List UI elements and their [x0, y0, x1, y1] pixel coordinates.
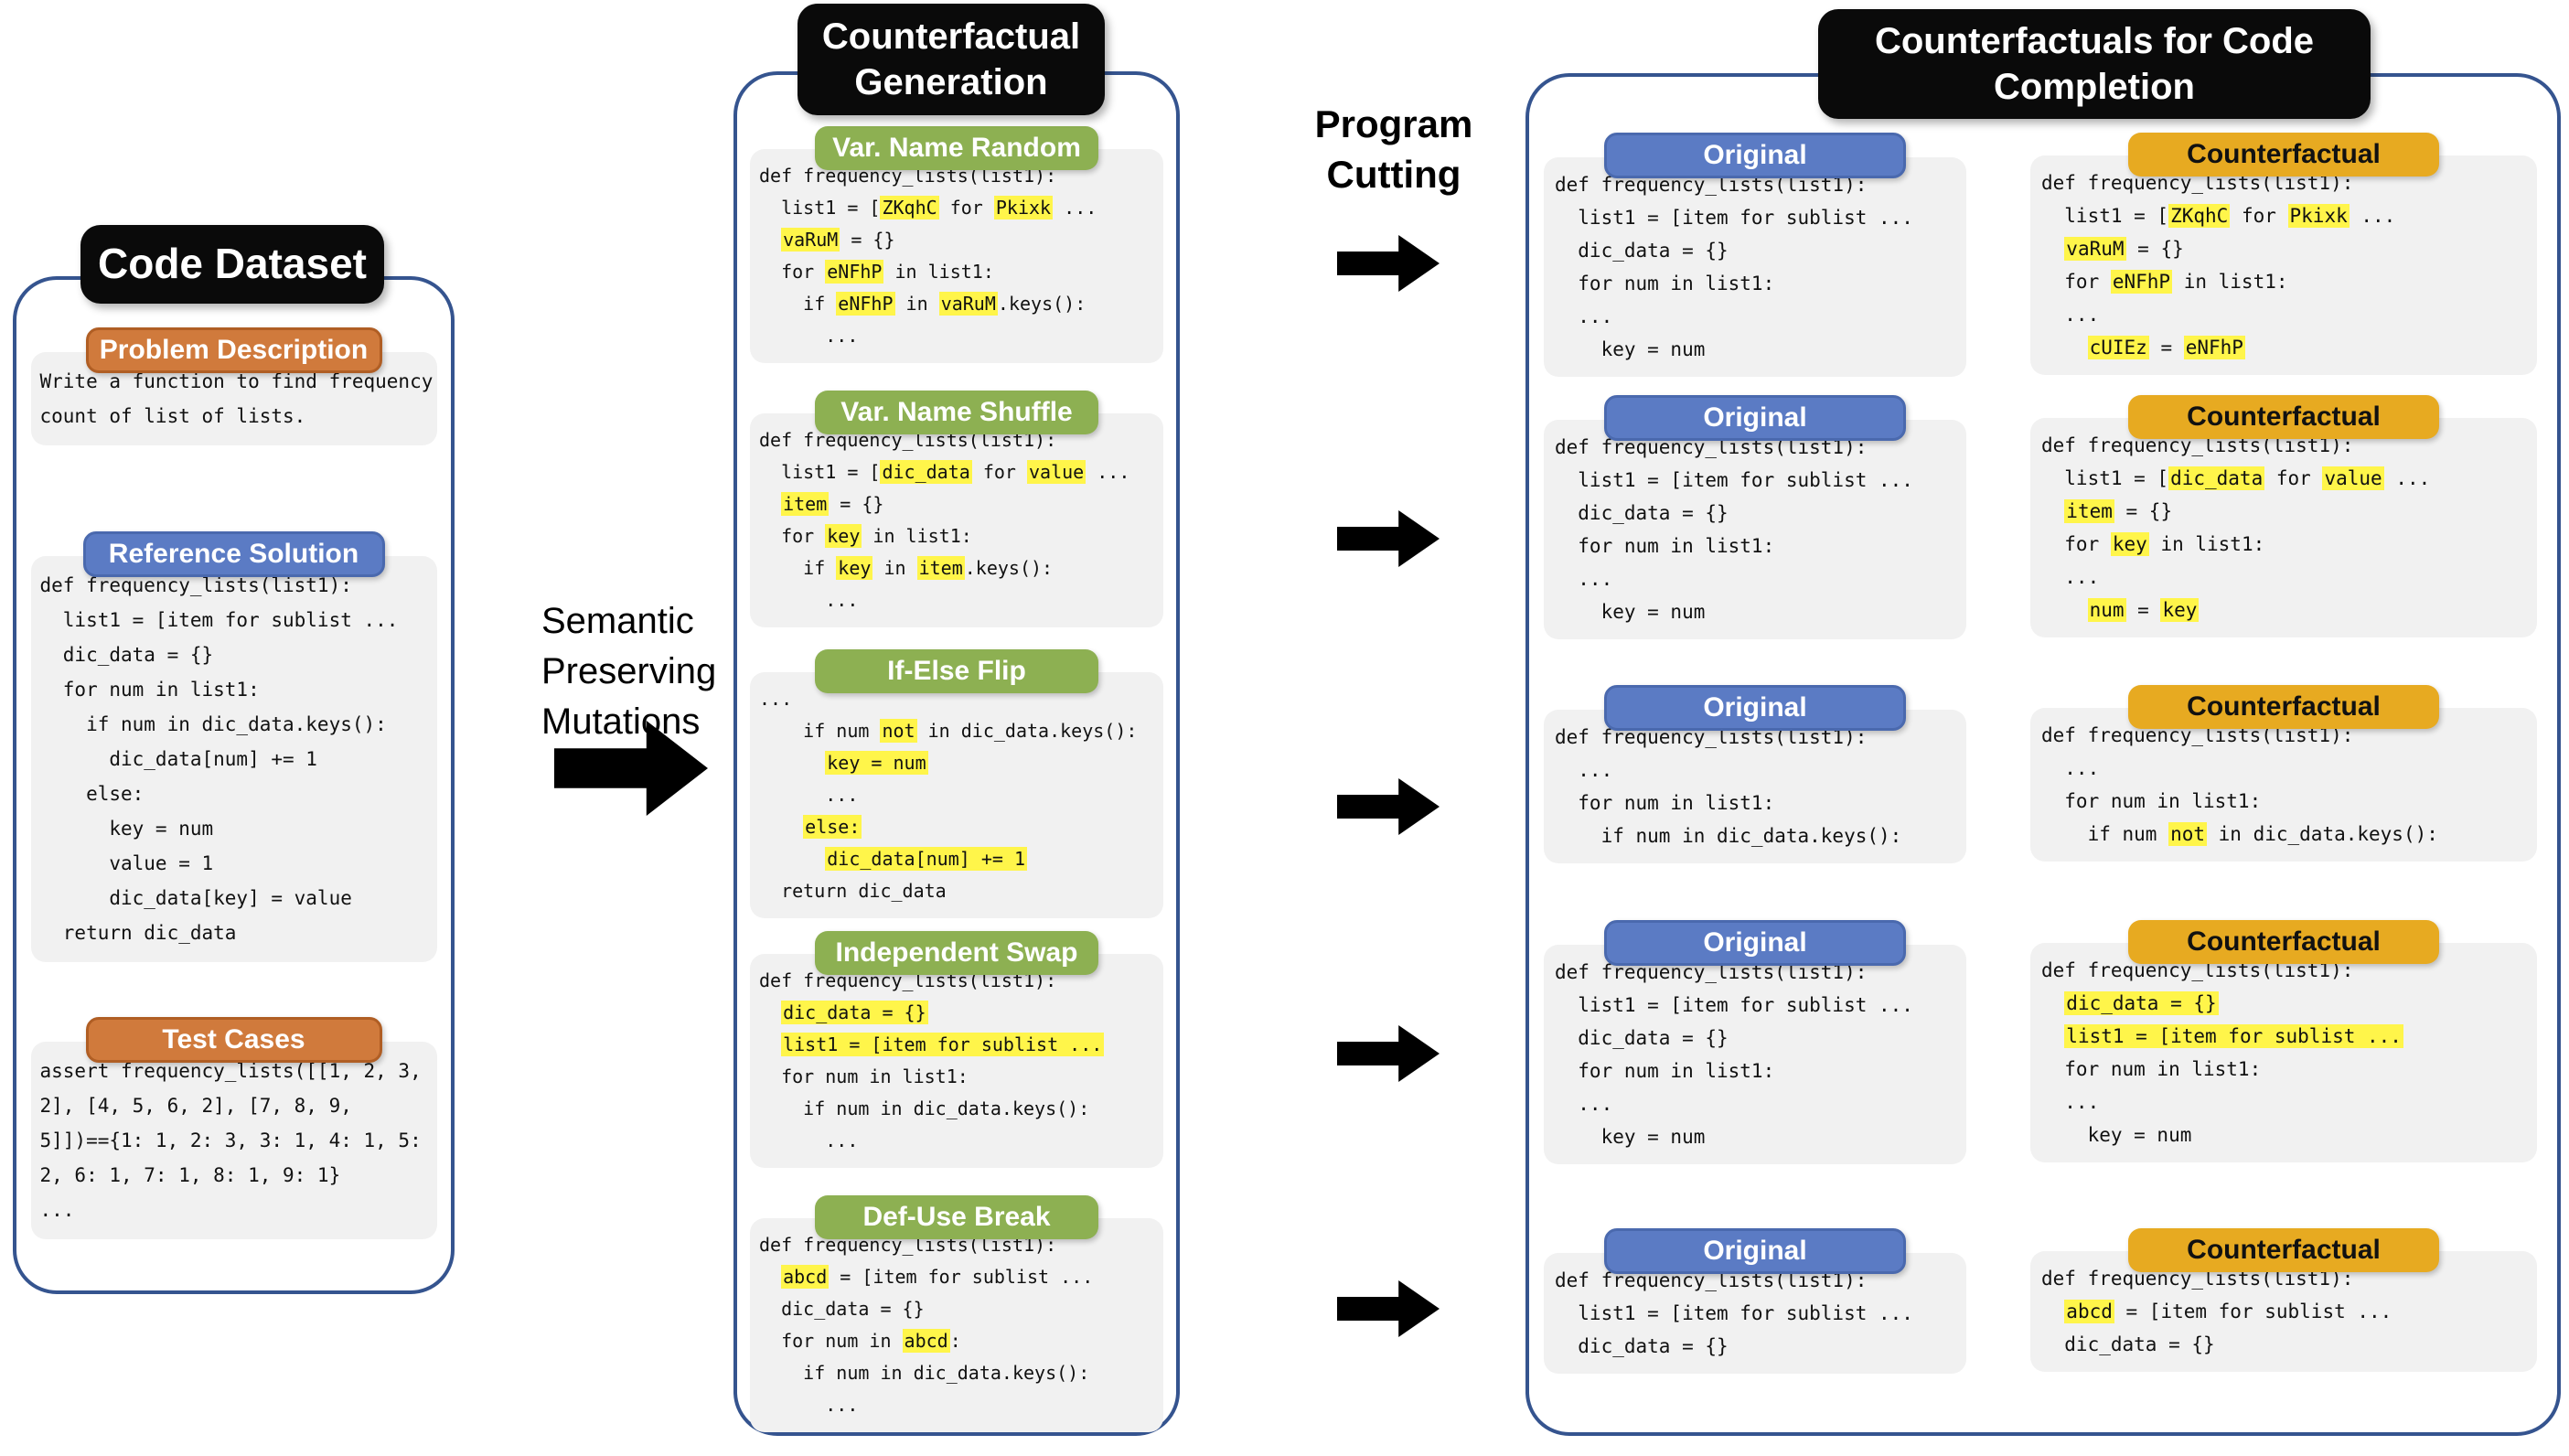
original-code-box-2: def frequency_lists(list1): list1 = [ite… [1544, 420, 1966, 639]
counterfactual-row-4: Original def frequency_lists(list1): lis… [1544, 920, 2557, 1164]
cutting-arrow-icon-3 [1337, 778, 1440, 835]
original-cell-4: Original def frequency_lists(list1): lis… [1544, 920, 1966, 1164]
counterfactual-row-1: Original def frequency_lists(list1): lis… [1544, 133, 2557, 377]
def-use-break-code-box: def frequency_lists(list1): abcd = [item… [750, 1218, 1163, 1432]
original-header-1: Original [1604, 133, 1906, 178]
var-name-shuffle-section: Var. Name Shuffle def frequency_lists(li… [737, 391, 1176, 627]
counterfactual-row-5: Original def frequency_lists(list1): lis… [1544, 1228, 2557, 1374]
counterfactual-cell-3: Counterfactual def frequency_lists(list1… [2030, 685, 2537, 862]
mutations-arrow-icon [554, 721, 708, 816]
counterfactual-code-box-3: def frequency_lists(list1): ... for num … [2030, 708, 2537, 862]
original-cell-2: Original def frequency_lists(list1): lis… [1544, 395, 1966, 639]
counterfactual-cell-2: Counterfactual def frequency_lists(list1… [2030, 395, 2537, 637]
counterfactual-cell-4: Counterfactual def frequency_lists(list1… [2030, 920, 2537, 1162]
independent-swap-section: Independent Swap def frequency_lists(lis… [737, 931, 1176, 1168]
original-header-3: Original [1604, 685, 1906, 731]
original-code-box-3: def frequency_lists(list1): ... for num … [1544, 710, 1966, 863]
original-code-box-4: def frequency_lists(list1): list1 = [ite… [1544, 945, 1966, 1164]
semantic-preserving-mutations-label: Semantic Preserving Mutations [541, 601, 717, 742]
counterfactual-header-5: Counterfactual [2128, 1228, 2439, 1272]
original-cell-5: Original def frequency_lists(list1): lis… [1544, 1228, 1966, 1374]
reference-solution-header: Reference Solution [82, 531, 385, 577]
def-use-break-section: Def-Use Break def frequency_lists(list1)… [737, 1195, 1176, 1432]
var-name-shuffle-header: Var. Name Shuffle [815, 391, 1098, 434]
independent-swap-code-box: def frequency_lists(list1): dic_data = {… [750, 954, 1163, 1168]
test-cases-header: Test Cases [85, 1017, 382, 1063]
counterfactual-header-2: Counterfactual [2128, 395, 2439, 439]
var-name-random-header: Var. Name Random [815, 126, 1098, 170]
var-name-random-code-box: def frequency_lists(list1): list1 = [ZKq… [750, 149, 1163, 363]
counterfactuals-for-code-completion-title: Counterfactuals for Code Completion [1818, 9, 2371, 119]
original-cell-1: Original def frequency_lists(list1): lis… [1544, 133, 1966, 377]
counterfactual-header-1: Counterfactual [2128, 133, 2439, 177]
cutting-arrow-icon-5 [1337, 1280, 1440, 1337]
counterfactual-code-box-1: def frequency_lists(list1): list1 = [ZKq… [2030, 155, 2537, 375]
counterfactual-generation-panel: Var. Name Random def frequency_lists(lis… [733, 71, 1180, 1436]
cutting-arrow-icon-1 [1337, 235, 1440, 292]
original-header-2: Original [1604, 395, 1906, 441]
reference-solution-code-box: def frequency_lists(list1): list1 = [ite… [30, 556, 437, 962]
counterfactual-row-2: Original def frequency_lists(list1): lis… [1544, 395, 2557, 639]
original-header-4: Original [1604, 920, 1906, 966]
if-else-flip-section: If-Else Flip ... if num not in dic_data.… [737, 649, 1176, 918]
counterfactual-generation-title: Counterfactual Generation [797, 4, 1105, 115]
independent-swap-header: Independent Swap [815, 931, 1098, 975]
counterfactual-cell-1: Counterfactual def frequency_lists(list1… [2030, 133, 2537, 375]
if-else-flip-header: If-Else Flip [815, 649, 1098, 693]
counterfactual-rows: Original def frequency_lists(list1): lis… [1529, 133, 2557, 1374]
counterfactual-header-3: Counterfactual [2128, 685, 2439, 729]
problem-description-header: Problem Description [85, 327, 382, 373]
original-code-box-1: def frequency_lists(list1): list1 = [ite… [1544, 157, 1966, 377]
code-dataset-title: Code Dataset [80, 225, 384, 304]
var-name-shuffle-code-box: def frequency_lists(list1): list1 = [dic… [750, 413, 1163, 627]
original-cell-3: Original def frequency_lists(list1): ...… [1544, 685, 1966, 863]
def-use-break-header: Def-Use Break [815, 1195, 1098, 1239]
cutting-arrow-icon-4 [1337, 1025, 1440, 1082]
counterfactual-header-4: Counterfactual [2128, 920, 2439, 964]
counterfactual-code-box-2: def frequency_lists(list1): list1 = [dic… [2030, 418, 2537, 637]
var-name-random-section: Var. Name Random def frequency_lists(lis… [737, 126, 1176, 363]
test-cases-section: Test Cases assert frequency_lists([[1, 2… [16, 1017, 451, 1239]
original-header-5: Original [1604, 1228, 1906, 1274]
counterfactual-code-box-4: def frequency_lists(list1): dic_data = {… [2030, 943, 2537, 1162]
counterfactuals-for-code-completion-panel: Original def frequency_lists(list1): lis… [1525, 73, 2561, 1436]
cutting-arrow-icon-2 [1337, 510, 1440, 567]
problem-description-section: Problem Description Write a function to … [16, 327, 451, 445]
counterfactual-row-3: Original def frequency_lists(list1): ...… [1544, 685, 2557, 863]
if-else-flip-code-box: ... if num not in dic_data.keys(): key =… [750, 672, 1163, 918]
reference-solution-section: Reference Solution def frequency_lists(l… [16, 531, 451, 962]
counterfactual-cell-5: Counterfactual def frequency_lists(list1… [2030, 1228, 2537, 1372]
test-cases-code-box: assert frequency_lists([[1, 2, 3,2], [4,… [30, 1042, 437, 1239]
program-cutting-label: Program Cutting [1314, 102, 1473, 196]
code-dataset-panel: Problem Description Write a function to … [13, 276, 455, 1294]
